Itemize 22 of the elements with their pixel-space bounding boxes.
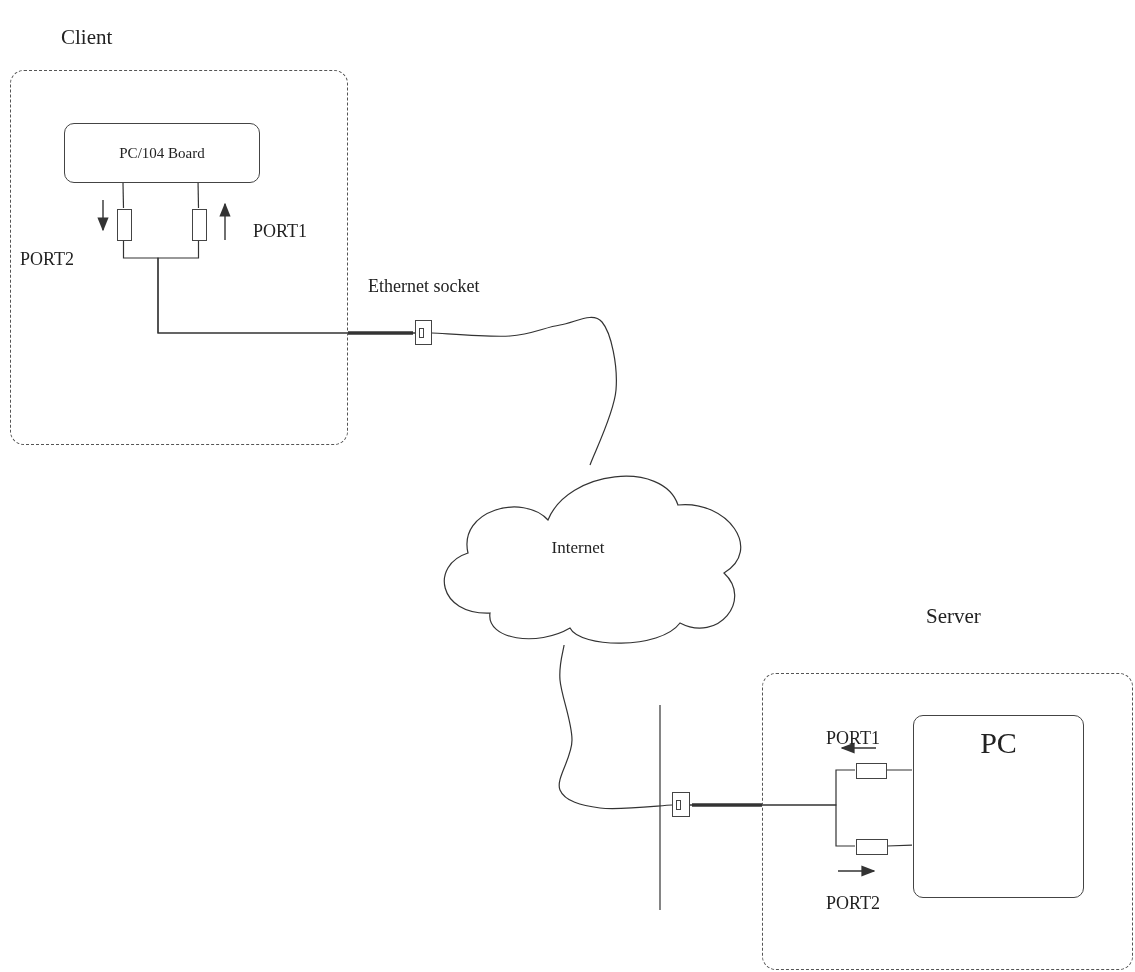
group-heading: Server (926, 606, 981, 627)
cable-line (558, 644, 673, 810)
cable-line (886, 844, 913, 847)
node-label: PC (980, 728, 1017, 758)
node-label: Internet (551, 538, 605, 556)
cable-line (197, 181, 200, 209)
cable-line (689, 804, 856, 847)
port-label: PORT2 (826, 894, 880, 912)
socket-symbol (672, 792, 690, 817)
port-label: PORT1 (826, 729, 880, 747)
port-label: Ethernet socket (368, 277, 480, 295)
thick-cable (692, 803, 762, 807)
node-label: PC/104 Board (119, 145, 205, 161)
thick-cable (348, 331, 413, 335)
board-box (64, 123, 260, 183)
port-label: PORT2 (20, 250, 74, 268)
group-heading: Client (61, 27, 113, 48)
cable-line (431, 316, 617, 466)
cable-line (885, 769, 913, 771)
cable-line (122, 181, 125, 209)
port-label: PORT1 (253, 222, 307, 240)
computer-box (913, 715, 1084, 898)
